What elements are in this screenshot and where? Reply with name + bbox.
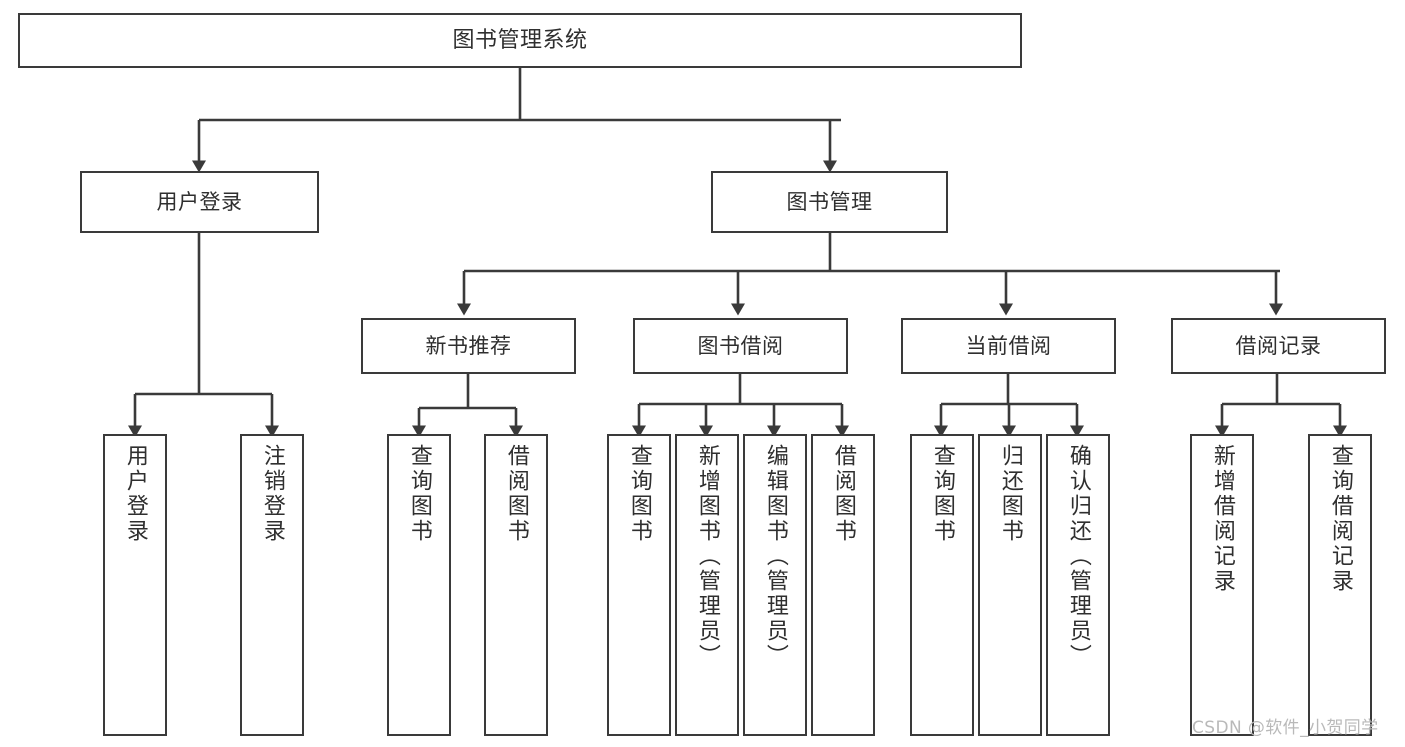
node-leaf-user-login[interactable]: 用户登录 [103, 434, 167, 736]
node-leaf-confirm-return-label: 确认归还（管理员） [1065, 444, 1091, 669]
node-leaf-borrow-book-2-label: 借阅图书 [830, 444, 856, 544]
node-leaf-query-book-1-label: 查询图书 [406, 444, 432, 544]
node-leaf-query-book-3-label: 查询图书 [929, 444, 955, 544]
node-book-manage[interactable]: 图书管理 [711, 171, 948, 233]
node-leaf-query-record-label: 查询借阅记录 [1327, 444, 1353, 594]
node-leaf-borrow-book-1[interactable]: 借阅图书 [484, 434, 548, 736]
node-borrow-record-label: 借阅记录 [1235, 333, 1322, 358]
node-leaf-borrow-book-1-label: 借阅图书 [503, 444, 529, 544]
node-leaf-query-book-1[interactable]: 查询图书 [387, 434, 451, 736]
node-current-borrow[interactable]: 当前借阅 [901, 318, 1116, 374]
node-leaf-query-record[interactable]: 查询借阅记录 [1308, 434, 1372, 736]
node-leaf-edit-book[interactable]: 编辑图书（管理员） [743, 434, 807, 736]
csdn-watermark: CSDN @软件_小贺同学 [1192, 718, 1379, 738]
node-leaf-add-record[interactable]: 新增借阅记录 [1190, 434, 1254, 736]
node-leaf-edit-book-label: 编辑图书（管理员） [762, 444, 788, 669]
node-book-manage-label: 图书管理 [786, 189, 873, 214]
node-leaf-add-record-label: 新增借阅记录 [1209, 444, 1235, 594]
node-user-login[interactable]: 用户登录 [80, 171, 319, 233]
node-root-label: 图书管理系统 [452, 27, 588, 53]
node-leaf-user-login-label: 用户登录 [122, 444, 148, 544]
node-leaf-logout-login[interactable]: 注销登录 [240, 434, 304, 736]
node-leaf-add-book-label: 新增图书（管理员） [694, 444, 720, 669]
node-new-book-rec-label: 新书推荐 [425, 333, 512, 358]
node-user-login-label: 用户登录 [156, 189, 243, 214]
node-leaf-query-book-3[interactable]: 查询图书 [910, 434, 974, 736]
node-leaf-query-book-2[interactable]: 查询图书 [607, 434, 671, 736]
node-leaf-query-book-2-label: 查询图书 [626, 444, 652, 544]
node-new-book-rec[interactable]: 新书推荐 [361, 318, 576, 374]
node-borrow-record[interactable]: 借阅记录 [1171, 318, 1386, 374]
node-current-borrow-label: 当前借阅 [965, 333, 1052, 358]
node-leaf-confirm-return[interactable]: 确认归还（管理员） [1046, 434, 1110, 736]
node-leaf-logout-login-label: 注销登录 [259, 444, 285, 544]
node-book-borrow[interactable]: 图书借阅 [633, 318, 848, 374]
node-leaf-return-book[interactable]: 归还图书 [978, 434, 1042, 736]
node-leaf-add-book[interactable]: 新增图书（管理员） [675, 434, 739, 736]
node-leaf-return-book-label: 归还图书 [997, 444, 1023, 544]
node-leaf-borrow-book-2[interactable]: 借阅图书 [811, 434, 875, 736]
node-root[interactable]: 图书管理系统 [18, 13, 1022, 68]
node-book-borrow-label: 图书借阅 [697, 333, 784, 358]
